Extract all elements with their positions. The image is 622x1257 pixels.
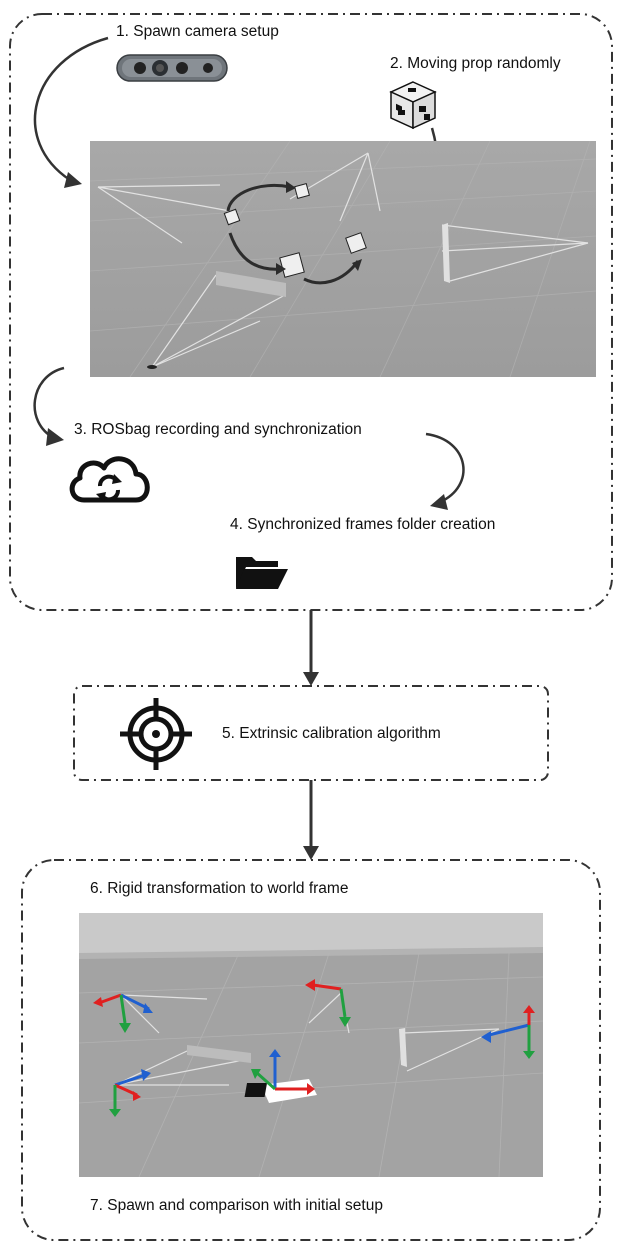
arrow-to-step-3 [33, 366, 65, 446]
step-6-label: 6. Rigid transformation to world frame [90, 880, 349, 897]
step-2-label: 2. Moving prop randomly [390, 55, 561, 72]
folder-open-icon [236, 557, 288, 589]
simulation-scene-1 [90, 141, 596, 377]
simulation-scene-2 [79, 913, 543, 1177]
crosshair-target-icon [120, 698, 192, 770]
aruco-cube-icon [389, 81, 437, 130]
depth-camera-icon [116, 54, 228, 82]
arrow-to-step-4 [425, 432, 465, 510]
step-5-label: 5. Extrinsic calibration algorithm [222, 725, 441, 742]
step-4-label: 4. Synchronized frames folder creation [230, 516, 496, 533]
step-1-label: 1. Spawn camera setup [116, 23, 279, 40]
step-7-label: 7. Spawn and comparison with initial set… [90, 1197, 383, 1214]
step-3-label: 3. ROSbag recording and synchronization [74, 421, 362, 438]
cloud-sync-icon [69, 456, 150, 503]
